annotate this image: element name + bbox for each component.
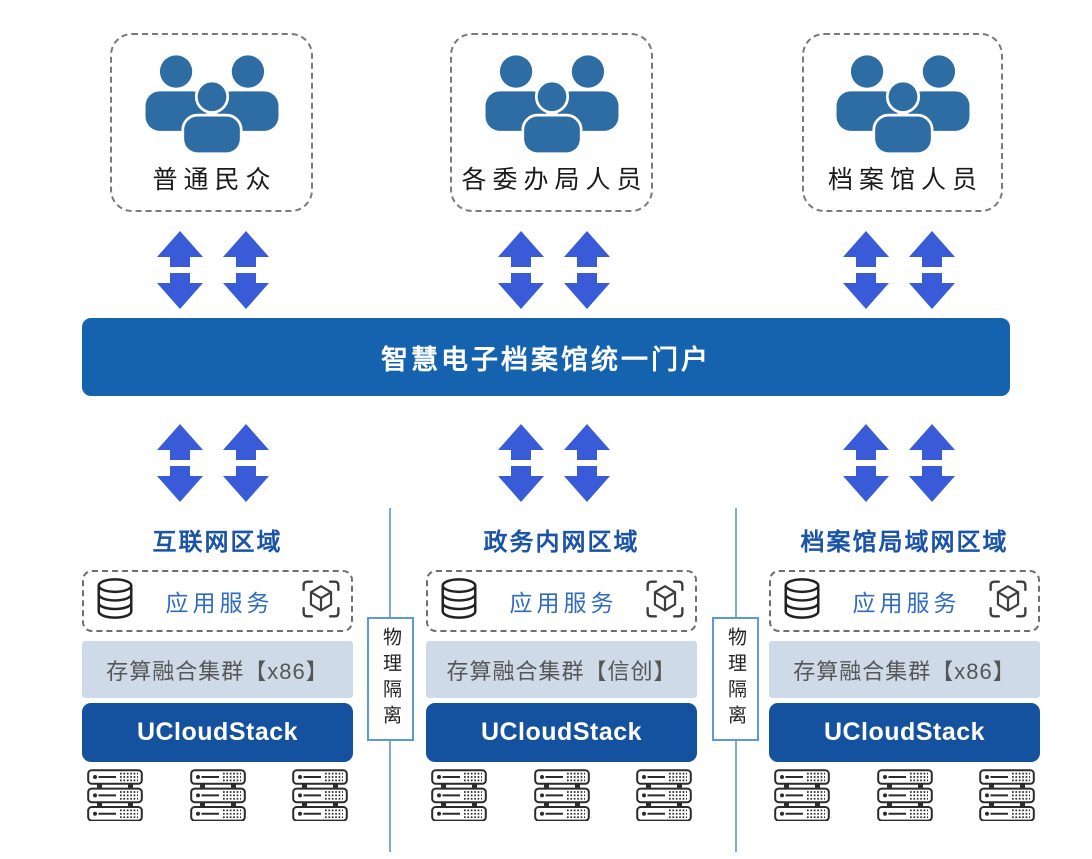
- arrow-pair: [843, 424, 955, 502]
- double-vertical-arrow-icon: [498, 231, 544, 309]
- server-stack-icon-wrap: [774, 769, 830, 821]
- server-stack-icon-wrap: [431, 769, 487, 821]
- platform-bar: UCloudStack: [82, 703, 353, 762]
- server-stack-icon: [636, 769, 692, 821]
- cube-scan-icon-wrap: [300, 578, 342, 625]
- server-stack-icon-wrap: [533, 769, 590, 821]
- database-icon: [784, 577, 820, 619]
- people-group-icon-wrap: [137, 35, 287, 160]
- zone-title: 互联网区域: [152, 529, 283, 556]
- database-icon: [97, 577, 133, 619]
- app-service-box: 应用服务: [426, 570, 697, 632]
- server-stack-icon: [292, 769, 348, 821]
- server-stack-icon: [431, 769, 487, 821]
- cube-scan-icon: [302, 579, 340, 618]
- cube-scan-icon: [989, 579, 1027, 618]
- double-vertical-arrow-icon: [157, 424, 203, 502]
- arrow-pair: [157, 231, 269, 309]
- double-vertical-arrow-icon: [843, 231, 889, 309]
- server-stack-icon-wrap: [189, 769, 246, 821]
- people-group-icon-wrap: [477, 35, 627, 160]
- server-row: [769, 769, 1040, 821]
- portal-title: 智慧电子档案馆统一门户: [381, 344, 711, 375]
- user-group-card-archive-staff: 档案馆人员: [802, 33, 1003, 212]
- people-group-icon: [485, 54, 618, 155]
- user-group-label: 各委办局人员: [461, 166, 648, 194]
- physical-isolation-box: 物理隔离: [367, 617, 414, 741]
- physical-isolation-box: 物理隔离: [712, 617, 759, 741]
- physical-isolation-label: 物理隔离: [380, 627, 401, 731]
- user-group-label: 普通民众: [152, 166, 277, 194]
- database-icon: [441, 577, 477, 619]
- zone-title: 政务内网区域: [483, 529, 640, 556]
- database-icon-wrap: [437, 577, 481, 626]
- portal-banner: 智慧电子档案馆统一门户: [82, 318, 1010, 396]
- server-stack-icon: [979, 769, 1035, 821]
- server-stack-icon-wrap: [292, 769, 348, 821]
- cluster-bar: 存算融合集群【x86】: [82, 641, 353, 698]
- double-vertical-arrow-icon: [223, 231, 269, 309]
- double-vertical-arrow-icon: [157, 231, 203, 309]
- database-icon-wrap: [93, 577, 137, 626]
- double-vertical-arrow-icon: [909, 231, 955, 309]
- app-service-box: 应用服务: [82, 570, 353, 632]
- double-vertical-arrow-icon: [223, 424, 269, 502]
- cube-scan-icon-wrap: [644, 578, 686, 625]
- server-stack-icon: [87, 769, 143, 821]
- double-vertical-arrow-icon: [843, 424, 889, 502]
- app-service-label: 应用服务: [165, 590, 274, 616]
- double-vertical-arrow-icon: [498, 424, 544, 502]
- people-group-icon: [836, 54, 969, 155]
- server-stack-icon: [533, 769, 590, 821]
- server-stack-icon: [774, 769, 830, 821]
- app-service-box: 应用服务: [769, 570, 1040, 632]
- server-stack-icon-wrap: [979, 769, 1035, 821]
- double-vertical-arrow-icon: [564, 231, 610, 309]
- people-group-icon: [145, 54, 278, 155]
- people-group-icon-wrap: [828, 35, 978, 160]
- double-vertical-arrow-icon: [909, 424, 955, 502]
- cube-scan-icon: [646, 579, 684, 618]
- server-row: [82, 769, 353, 821]
- server-stack-icon-wrap: [876, 769, 933, 821]
- server-stack-icon-wrap: [636, 769, 692, 821]
- app-service-label: 应用服务: [852, 590, 961, 616]
- server-row: [426, 769, 697, 821]
- app-service-label: 应用服务: [509, 590, 618, 616]
- server-stack-icon: [189, 769, 246, 821]
- arrow-pair: [498, 424, 610, 502]
- platform-bar: UCloudStack: [769, 703, 1040, 762]
- user-group-label: 档案馆人员: [827, 166, 983, 194]
- cluster-bar: 存算融合集群【信创】: [426, 641, 697, 698]
- server-stack-icon-wrap: [87, 769, 143, 821]
- cluster-bar: 存算融合集群【x86】: [769, 641, 1040, 698]
- server-stack-icon: [876, 769, 933, 821]
- cube-scan-icon-wrap: [987, 578, 1029, 625]
- database-icon-wrap: [780, 577, 824, 626]
- zone-title: 档案馆局域网区域: [800, 529, 1009, 556]
- arrow-pair: [843, 231, 955, 309]
- physical-isolation-label: 物理隔离: [725, 627, 746, 731]
- arrow-pair: [157, 424, 269, 502]
- platform-bar: UCloudStack: [426, 703, 697, 762]
- user-group-card-bureau-staff: 各委办局人员: [450, 33, 653, 212]
- arrow-pair: [498, 231, 610, 309]
- user-group-card-public: 普通民众: [110, 33, 313, 212]
- double-vertical-arrow-icon: [564, 424, 610, 502]
